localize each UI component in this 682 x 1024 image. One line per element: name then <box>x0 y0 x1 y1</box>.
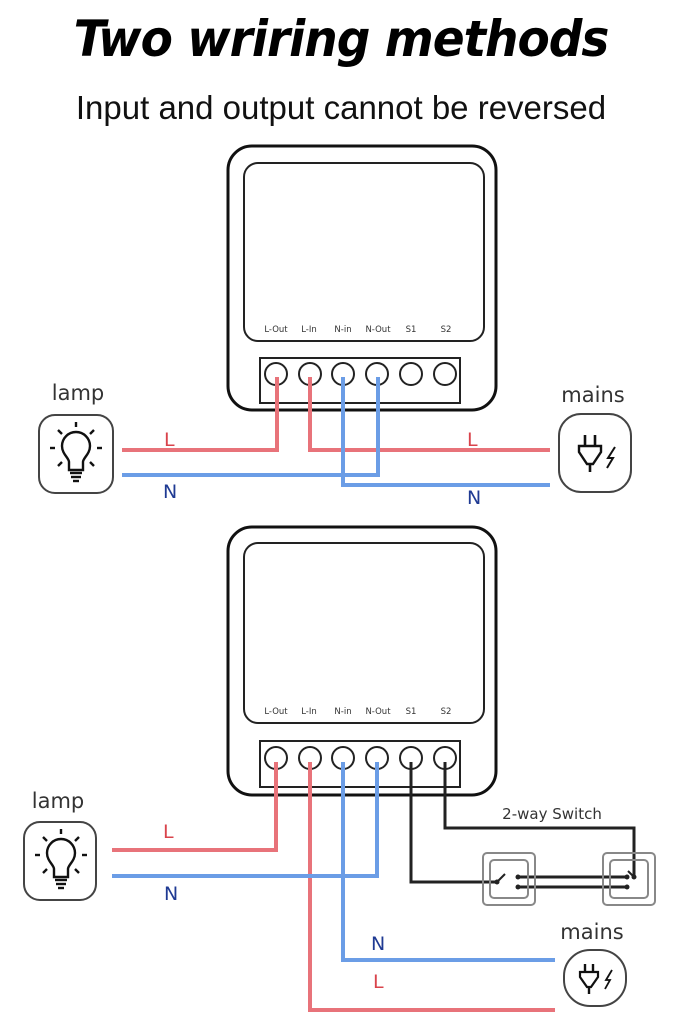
terminal-label-n-out: N-Out <box>365 325 391 335</box>
wires-2 <box>112 762 555 1012</box>
terminal-s1 <box>399 362 423 386</box>
terminal-label-s1: S1 <box>406 325 417 335</box>
diagram-1: L-Out L-In N-in N-Out S1 S2 L N L N lamp <box>38 144 632 509</box>
label-lamp-live: L <box>163 821 174 843</box>
label-mains-neutral: N <box>467 487 481 509</box>
module-face <box>243 162 485 342</box>
wire-neutral-mains <box>341 762 555 962</box>
switch-a <box>482 852 536 906</box>
smart-switch-module: L-Out L-In N-in N-Out S1 S2 <box>226 525 498 797</box>
wire-live-lamp <box>122 377 279 452</box>
lamp-label: lamp <box>32 789 85 813</box>
label-lamp-neutral: N <box>164 883 178 905</box>
module-face <box>243 542 485 724</box>
terminal-s2 <box>433 362 457 386</box>
terminal-label-s1: S1 <box>406 707 417 717</box>
two-way-switch-icon <box>482 852 656 906</box>
wire-neutral-lamp <box>122 377 380 477</box>
wire-live-mains <box>308 762 555 1012</box>
module-body <box>226 525 498 797</box>
wire-live-lamp <box>112 762 278 852</box>
terminal-label-l-in: L-In <box>301 325 317 335</box>
label-lamp-neutral: N <box>163 481 177 503</box>
terminal-label-l-out: L-Out <box>264 707 288 717</box>
terminal-label-s2: S2 <box>441 325 452 335</box>
terminal-label-n-in: N-in <box>334 707 351 717</box>
smart-switch-module: L-Out L-In N-in N-Out S1 S2 <box>226 144 498 412</box>
lamp-label: lamp <box>52 381 105 405</box>
page-title: Two wriring methods <box>73 10 610 69</box>
mains-label: mains <box>561 383 624 407</box>
module-body <box>226 144 498 412</box>
label-mains-neutral: N <box>371 933 385 955</box>
diagram-2: L-Out L-In N-in N-Out S1 S2 L N N L 2-wa… <box>23 525 656 1012</box>
wire-live-mains <box>308 377 550 452</box>
page-subtitle: Input and output cannot be reversed <box>75 89 607 126</box>
label-mains-live: L <box>467 429 478 451</box>
wire-neutral-lamp <box>112 762 379 878</box>
wire-neutral-mains <box>341 377 550 487</box>
power-plug-icon <box>563 949 627 1007</box>
label-mains-live: L <box>373 971 384 993</box>
wire-s1 <box>409 762 497 884</box>
two-way-switch-label: 2-way Switch <box>502 805 602 823</box>
terminal-label-n-in: N-in <box>334 325 351 335</box>
wires-1 <box>122 377 550 487</box>
terminal-block <box>259 740 461 788</box>
terminal-block <box>259 357 461 404</box>
label-lamp-live: L <box>164 429 175 451</box>
terminal-label-l-in: L-In <box>301 707 317 717</box>
lightbulb-icon <box>38 414 114 494</box>
mains-label: mains <box>560 920 623 944</box>
terminal-label-s2: S2 <box>441 707 452 717</box>
terminal-label-n-out: N-Out <box>365 707 391 717</box>
switch-wires <box>409 762 636 889</box>
lightbulb-icon <box>23 821 97 901</box>
power-plug-icon <box>558 413 632 493</box>
switch-b <box>602 852 656 906</box>
terminal-label-l-out: L-Out <box>264 325 288 335</box>
